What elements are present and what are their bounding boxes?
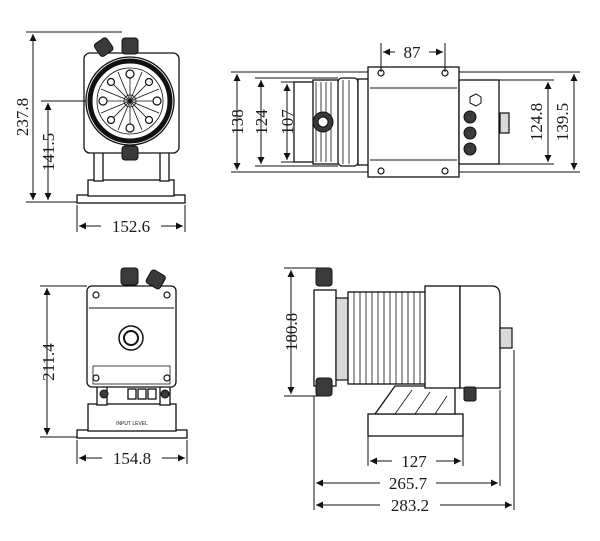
dim-height-center: 141.5	[39, 133, 58, 171]
head-cap	[293, 81, 315, 163]
terminal-3	[147, 388, 157, 400]
dim-height-107: 107	[278, 109, 297, 135]
side-top-valve	[315, 267, 333, 287]
dim-width-base: 152.6	[112, 217, 150, 236]
side-knob	[499, 112, 510, 134]
dim-height-138: 138	[228, 109, 247, 135]
motor-body-top	[367, 66, 460, 178]
terminal-1	[127, 388, 137, 400]
air-vent-knob	[93, 37, 114, 57]
side-motor-body	[424, 285, 461, 389]
side-view-knob	[499, 327, 513, 349]
knob-1	[463, 110, 477, 124]
front-view-pump-head: 237.8 141.5 152.6	[13, 31, 186, 236]
side-control-box	[459, 285, 501, 389]
cable-gland-left	[99, 389, 109, 399]
dim-length-265-7: 265.7	[389, 474, 428, 493]
dim-head-height: 180.8	[282, 313, 301, 351]
dim-height-total-2: 211.4	[39, 343, 58, 381]
dim-bolt-spacing: 87	[404, 43, 422, 62]
side-diaphragm	[335, 297, 349, 381]
knob-2	[463, 126, 477, 140]
pedestal	[373, 385, 456, 415]
top-valve	[121, 37, 139, 55]
side-gland	[463, 386, 477, 402]
bellows-ribs	[353, 292, 421, 384]
pump-head-ribs	[99, 70, 161, 132]
side-base	[367, 413, 464, 437]
dim-height-total: 237.8	[13, 98, 32, 136]
air-vent-knob-2	[145, 269, 166, 290]
base-block-2	[87, 403, 177, 432]
control-housing-bolts	[92, 291, 171, 382]
dim-length-127: 127	[401, 452, 427, 471]
pump-head-bolts	[98, 69, 162, 133]
dim-width-base-2: 154.8	[113, 449, 151, 468]
base-block	[87, 179, 175, 197]
hex-fitting	[469, 93, 482, 107]
dim-height-124: 124	[252, 109, 271, 135]
top-valve-2	[120, 267, 139, 286]
dim-length-283-2: 283.2	[391, 496, 429, 515]
front-view-control-side: INPUT LEVEL 211.4 154.8	[39, 267, 188, 468]
cable-gland-right	[160, 389, 170, 399]
dim-height-124-8: 124.8	[527, 103, 546, 141]
side-head-cap	[313, 289, 337, 387]
top-view: 87 138 124 107 124.8 139.5	[228, 43, 580, 178]
lower-panel	[92, 365, 171, 385]
side-bottom-valve	[315, 377, 333, 397]
bottom-valve	[121, 145, 139, 161]
diaphragm-flange	[337, 77, 359, 167]
input-level-label: INPUT LEVEL	[116, 421, 148, 427]
dim-height-139-5: 139.5	[553, 103, 572, 141]
terminal-2	[137, 388, 147, 400]
side-view: 180.8 127 265.7 283.2	[282, 267, 515, 515]
knob-3	[463, 142, 477, 156]
